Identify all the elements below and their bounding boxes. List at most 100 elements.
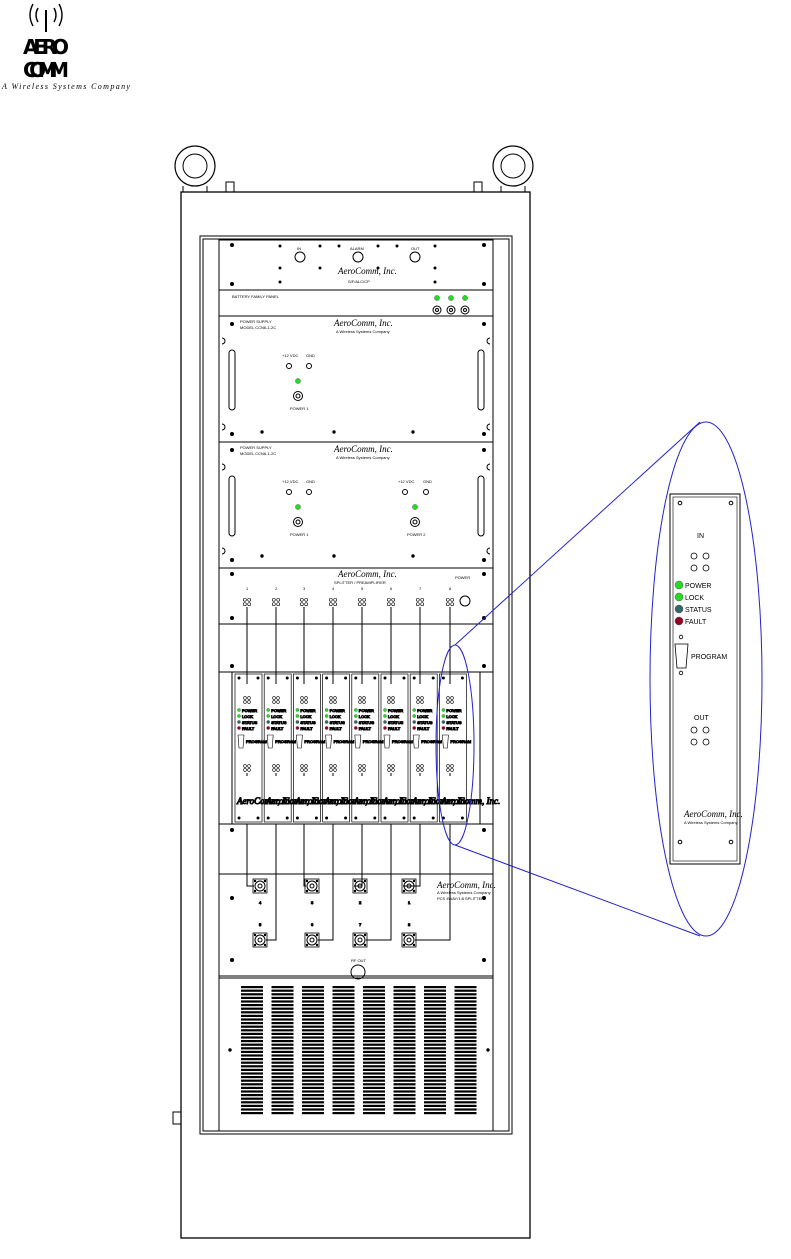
- card-led-icon: [295, 708, 300, 712]
- card-brand: AeroComm, Inc.: [265, 796, 325, 806]
- vent-slot: [241, 1007, 263, 1010]
- vent-slot: [332, 1043, 355, 1046]
- ps2-power-label-1: POWER 1: [290, 532, 309, 537]
- vent-slot: [424, 1094, 446, 1097]
- vent-slot: [393, 1011, 416, 1014]
- combiner-panel: AeroComm, Inc. A Wireless Systems Compan…: [218, 824, 496, 980]
- vent-slot: [363, 1000, 385, 1003]
- vent-slot: [454, 1011, 477, 1014]
- vent-slot: [424, 1083, 446, 1086]
- splitter-port-connector-icon: [357, 597, 367, 607]
- vent-slot: [302, 1086, 324, 1089]
- vent-slot: [454, 1022, 477, 1025]
- ps1-power-label: POWER 1: [290, 406, 309, 411]
- vent-slot: [393, 1076, 416, 1079]
- antenna-icon: [29, 3, 63, 32]
- vent-slot: [393, 1101, 416, 1104]
- combiner-subtitle: A Wireless Systems Company: [437, 890, 491, 895]
- ps1-title: POWER SUPPLY: [240, 319, 272, 324]
- vent-slot: [393, 1094, 416, 1097]
- vent-slot: [363, 1043, 385, 1046]
- vent-section: [218, 977, 494, 1132]
- vent-slot: [393, 1025, 416, 1028]
- vent-slot: [454, 1007, 477, 1010]
- vent-slot: [241, 1072, 263, 1075]
- vent-slot: [271, 1047, 294, 1050]
- vent-slot: [271, 1086, 294, 1089]
- vent-slot: [454, 1101, 477, 1104]
- card-led-icon: [266, 720, 270, 724]
- card-brand: AeroComm, Inc.: [353, 796, 413, 806]
- card-led-label: STATUS: [446, 720, 462, 725]
- zoom-led-fault-label: FAULT: [685, 619, 707, 626]
- vent-slot: [393, 996, 416, 999]
- splitter-title: SPLITTER / PREAMPLIFIER: [334, 580, 386, 585]
- card-led-label: FAULT: [359, 726, 372, 731]
- card-brand: AeroComm, Inc.: [236, 796, 296, 806]
- vent-slot: [332, 1112, 355, 1115]
- card-led-label: STATUS: [417, 720, 433, 725]
- vent-slot: [363, 1112, 385, 1115]
- card-led-icon: [354, 726, 358, 730]
- splitter-port-connector-icon: [415, 597, 425, 607]
- vent-slot: [363, 1054, 385, 1057]
- vent-slot: [241, 1000, 263, 1003]
- card-led-icon: [324, 708, 329, 712]
- card-program-label: PROGRAM: [363, 739, 384, 744]
- vent-slot: [454, 1043, 477, 1046]
- vent-slot: [424, 1108, 446, 1111]
- vent-slot: [241, 1065, 263, 1068]
- vent-slot: [454, 1097, 477, 1100]
- vent-slot: [302, 1007, 324, 1010]
- vent-slot: [424, 1065, 446, 1068]
- ps2-brand-sub: A Wireless Systems Company: [336, 455, 390, 460]
- vent-slot: [454, 1061, 477, 1064]
- vent-slot: [424, 1047, 446, 1050]
- card-out-connector-icon: [358, 764, 366, 772]
- vent-slot: [393, 1022, 416, 1025]
- vent-slot: [271, 1029, 294, 1032]
- vent-slot: [363, 989, 385, 992]
- vent-slot: [454, 1094, 477, 1097]
- vent-slot: [302, 1050, 324, 1053]
- card-led-label: FAULT: [330, 726, 343, 731]
- vent-slot: [332, 1101, 355, 1104]
- card-led-label: FAULT: [417, 726, 430, 731]
- vent-slot: [302, 1022, 324, 1025]
- card-out-connector-icon: [416, 764, 424, 772]
- card-led-label: FAULT: [271, 726, 284, 731]
- card-led-label: STATUS: [300, 720, 316, 725]
- card-program-label: PROGRAM: [246, 739, 267, 744]
- vent-slot: [454, 1076, 477, 1079]
- vent-slot: [393, 1065, 416, 1068]
- combiner-n-connector-icon: [352, 878, 368, 894]
- vent-slot: [271, 1112, 294, 1115]
- vent-slot: [424, 1068, 446, 1071]
- vent-slot: [454, 1025, 477, 1028]
- vent-slot: [302, 1054, 324, 1057]
- vent-slot: [363, 1025, 385, 1028]
- vent-slot: [424, 1018, 446, 1021]
- card-out-connector-icon: [329, 764, 337, 772]
- vent-slot: [241, 996, 263, 999]
- vent-slot: [424, 1007, 446, 1010]
- vent-slot: [271, 1022, 294, 1025]
- vent-slot: [363, 1083, 385, 1086]
- card-program-label: PROGRAM: [450, 739, 471, 744]
- card-led-icon: [441, 720, 446, 724]
- card-in-connector-icon: [300, 696, 308, 704]
- vent-slot: [363, 1097, 385, 1100]
- vent-slot: [393, 1054, 416, 1057]
- card-program-label: PROGRAM: [392, 739, 413, 744]
- card-led-icon: [412, 708, 416, 712]
- vent-slot: [454, 1083, 477, 1086]
- combiner-n-connector-icon: [401, 878, 417, 894]
- lifting-eye-left: [174, 145, 216, 193]
- vent-slot: [363, 1094, 385, 1097]
- vent-slot: [271, 1083, 294, 1086]
- card-program-port-icon: [442, 734, 449, 749]
- card-led-icon: [354, 708, 358, 712]
- vent-slot: [302, 1065, 324, 1068]
- vent-slot: [271, 1068, 294, 1071]
